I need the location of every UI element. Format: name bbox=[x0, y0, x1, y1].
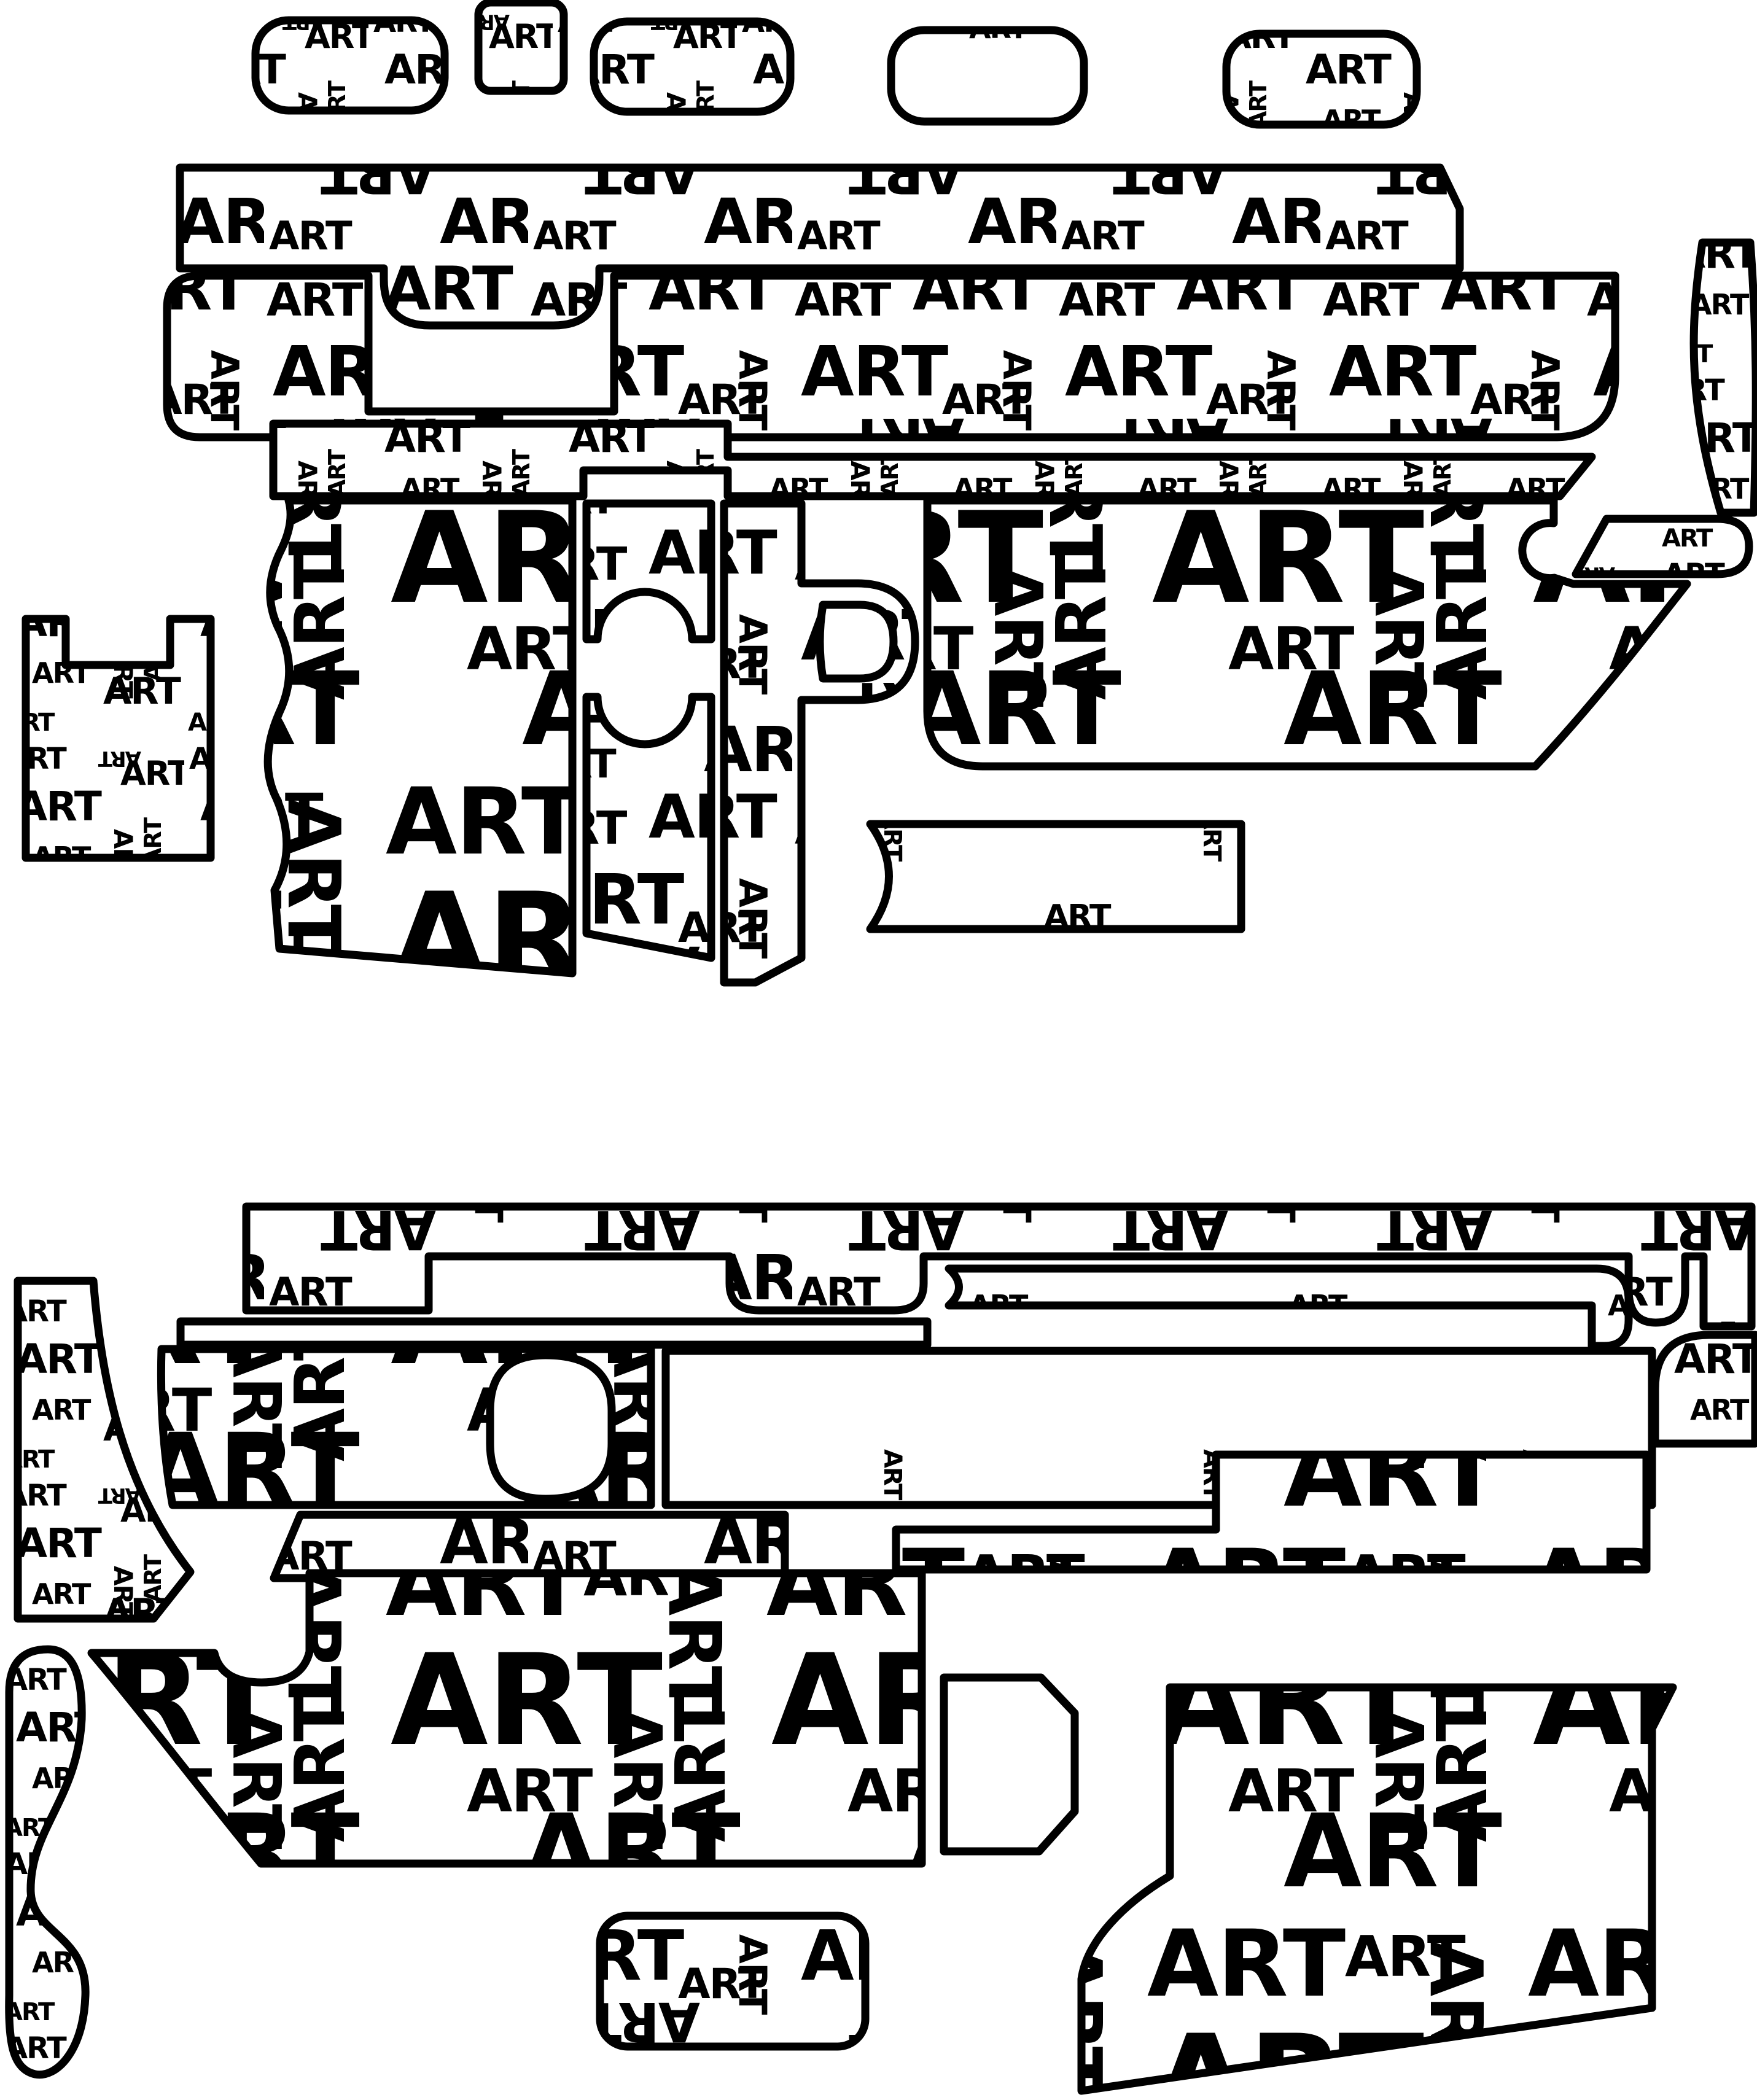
art-bar bbox=[270, 1511, 789, 1582]
inner-band bbox=[945, 1264, 1633, 1350]
upper-strip bbox=[163, 271, 1619, 441]
left-panel bbox=[263, 496, 577, 978]
thin-band bbox=[176, 1317, 932, 1349]
upper-template-sheet bbox=[21, 0, 1757, 987]
top-rail-strip bbox=[176, 163, 1464, 330]
handguard-panel bbox=[157, 1345, 655, 1509]
rounded-plate bbox=[596, 1911, 870, 2051]
tag-b bbox=[474, 0, 568, 95]
right-panel bbox=[923, 496, 1691, 771]
corner-plate bbox=[1651, 1331, 1757, 1448]
tag-d bbox=[887, 26, 1088, 126]
top-strip bbox=[242, 1202, 1756, 1331]
trigger-hook-panel bbox=[720, 499, 919, 987]
tag-a bbox=[251, 16, 449, 115]
tag-c bbox=[590, 17, 795, 116]
lower-left-panel bbox=[87, 1569, 926, 1868]
chamfer-plate bbox=[940, 1673, 1079, 1856]
left-taper-strip bbox=[14, 1277, 195, 1623]
grip-piece bbox=[5, 1645, 90, 2079]
notched-plug bbox=[21, 615, 215, 862]
lower-template-sheet bbox=[5, 1202, 1757, 2095]
side-curve-strip bbox=[1689, 238, 1757, 517]
mid-strip bbox=[269, 419, 1596, 500]
angled-bar bbox=[1572, 515, 1753, 578]
lower-bar bbox=[866, 820, 1245, 933]
center-upper-panel bbox=[582, 499, 715, 644]
stock-panel bbox=[1077, 1683, 1677, 2095]
tag-e bbox=[1222, 29, 1421, 129]
center-lower-panel bbox=[582, 693, 715, 962]
